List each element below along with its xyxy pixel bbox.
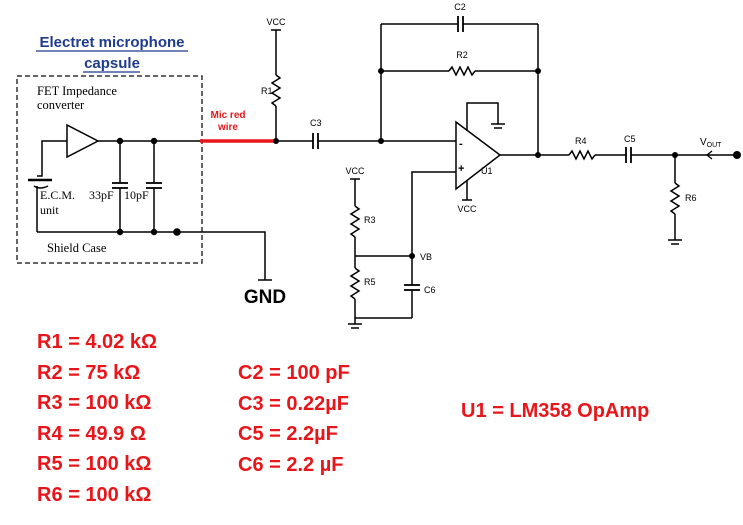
vout-arrow xyxy=(705,150,713,160)
resistor-r4-symbol xyxy=(568,149,626,161)
capsule-title-line2: capsule xyxy=(84,55,140,72)
capacitor-c5-symbol xyxy=(625,147,737,163)
junction-dot xyxy=(116,228,124,236)
fet-label-line1: FET Impedance xyxy=(37,84,117,98)
r3-label: R3 xyxy=(364,215,376,225)
c3-value: C3 = 0.22µF xyxy=(238,392,350,415)
resistor-r1-symbol xyxy=(270,29,282,141)
shield-case-label: Shield Case xyxy=(47,241,107,255)
r1-value: R1 = 4.02 kΩ xyxy=(37,331,157,353)
mic-wire-label-line1: Mic red xyxy=(210,110,245,121)
fet-buffer-symbol xyxy=(66,123,100,159)
opamp-plus-sign: + xyxy=(458,163,464,175)
resistor-r5-symbol xyxy=(349,256,361,318)
electret-capsule: Electret microphone capsule FET Impedanc… xyxy=(16,34,203,264)
vb-label: VB xyxy=(420,252,432,262)
vcc-label-opamp: VCC xyxy=(457,204,477,214)
capsule-boundary xyxy=(16,75,203,264)
junction-dot xyxy=(150,228,158,236)
resistor-r2-symbol xyxy=(381,65,538,77)
capacitor-c6-symbol xyxy=(404,256,420,318)
r6-label: R6 xyxy=(685,193,697,203)
resistor-r3-symbol xyxy=(349,179,361,256)
opamp-value: U1 = LM358 OpAmp xyxy=(461,400,650,422)
ecm-label-line2: unit xyxy=(40,203,59,217)
vcc-label-r3: VCC xyxy=(345,166,365,176)
resistor-r6-symbol xyxy=(668,155,682,245)
c6-value: C6 = 2.2 µF xyxy=(238,453,344,476)
vout-label: VOUT xyxy=(700,137,722,149)
r4-value: R4 = 49.9 Ω xyxy=(37,422,146,445)
cap-10pf-label: 10pF xyxy=(124,188,149,202)
capsule-title-line1: Electret microphone xyxy=(39,34,184,51)
junction-dot xyxy=(535,152,541,158)
ecm-label-line1: E.C.M. xyxy=(40,188,75,202)
c5-value: C5 = 2.2µF xyxy=(238,423,338,445)
r1-label: R1 xyxy=(261,86,273,96)
gnd-label: GND xyxy=(244,287,286,308)
r2-label: R2 xyxy=(456,50,468,60)
capacitor-33pf-symbol xyxy=(112,141,128,232)
r6-value: R6 = 100 kΩ xyxy=(37,483,152,506)
opamp-minus-sign: - xyxy=(459,138,463,150)
r5-value: R5 = 100 kΩ xyxy=(37,453,152,475)
vout-terminal xyxy=(733,151,741,159)
r3-value: R3 = 100 kΩ xyxy=(37,392,152,414)
capacitor-values-list: C2 = 100 pF C3 = 0.22µF C5 = 2.2µF C6 = … xyxy=(238,358,350,480)
r2-value: R2 = 75 kΩ xyxy=(37,361,141,384)
mic-wire-label-line2: wire xyxy=(217,122,238,133)
c2-value: C2 = 100 pF xyxy=(238,362,350,384)
capacitor-c2-symbol xyxy=(381,16,538,32)
c2-label: C2 xyxy=(454,2,466,12)
resistor-values-list: R1 = 4.02 kΩ R2 = 75 kΩ R3 = 100 kΩ R4 =… xyxy=(37,327,157,510)
r4-label: R4 xyxy=(575,136,587,146)
vcc-label-r1: VCC xyxy=(266,17,286,27)
c3-label: C3 xyxy=(310,118,322,128)
opamp-u1-symbol xyxy=(455,120,502,191)
cap-33pf-label: 33pF xyxy=(89,188,114,202)
fet-label-line2: converter xyxy=(37,98,85,112)
c5-label: C5 xyxy=(624,134,636,144)
ecm-unit-symbol xyxy=(28,178,52,232)
capacitor-10pf-symbol xyxy=(146,141,162,232)
u1-label: U1 xyxy=(481,166,493,176)
r5-label: R5 xyxy=(364,277,376,287)
c6-label: C6 xyxy=(424,285,436,295)
capacitor-c3-symbol xyxy=(276,133,456,149)
shield-terminal-dot xyxy=(173,228,181,236)
